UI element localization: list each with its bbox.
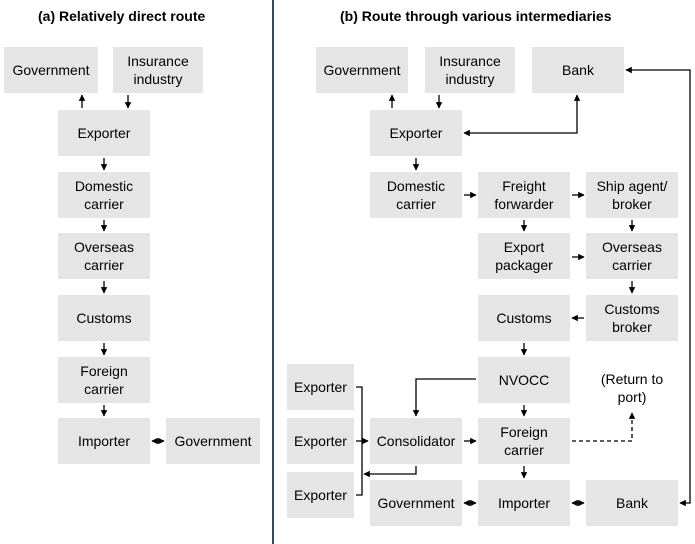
a-foreign-carrier-box: Foreign carrier: [58, 357, 150, 403]
b-exporter-box: Exporter: [370, 110, 462, 156]
a-overseas-carrier-box: Overseas carrier: [58, 233, 150, 279]
panel-divider: [272, 0, 274, 544]
a-domestic-carrier-box: Domestic carrier: [58, 172, 150, 218]
b-insurance-industry-box: Insurance industry: [425, 47, 515, 93]
b-arrow-nvocc-to-consolidator: [412, 378, 476, 417]
b-freight-forwarder-box: Freight forwarder: [478, 172, 570, 218]
a-importer-box: Importer: [58, 418, 150, 464]
b-exporter-1-box: Exporter: [287, 364, 354, 410]
b-export-packager-box: Export packager: [478, 233, 570, 279]
b-government-box: Government: [316, 47, 408, 93]
b-exporter-2-box: Exporter: [287, 418, 354, 464]
a-government-right-box: Government: [166, 418, 260, 464]
a-exporter-box: Exporter: [58, 110, 150, 156]
b-foreign-carrier-box: Foreign carrier: [478, 418, 570, 464]
b-exporter-3-box: Exporter: [287, 472, 354, 518]
b-importer-box: Importer: [478, 480, 570, 526]
b-arrow-bank-link: [625, 66, 691, 507]
b-arrow-foreign-return-to-port: [572, 412, 636, 442]
b-arrow-consolidator-to-exporters: [363, 466, 417, 478]
b-customs-box: Customs: [478, 295, 570, 341]
b-bank-top-box: Bank: [532, 47, 624, 93]
panel-b-title: (b) Route through various intermediaries: [340, 8, 612, 24]
b-government-bottom-box: Government: [370, 480, 462, 526]
a-insurance-industry-box: Insurance industry: [113, 47, 203, 93]
a-government-box: Government: [4, 47, 98, 93]
a-customs-box: Customs: [58, 295, 150, 341]
b-arrow-exporter-bank: [463, 94, 581, 137]
b-domestic-carrier-box: Domestic carrier: [370, 172, 462, 218]
panel-a-title: (a) Relatively direct route: [38, 8, 206, 24]
b-nvocc-box: NVOCC: [478, 357, 570, 403]
b-consolidator-box: Consolidator: [370, 418, 462, 464]
